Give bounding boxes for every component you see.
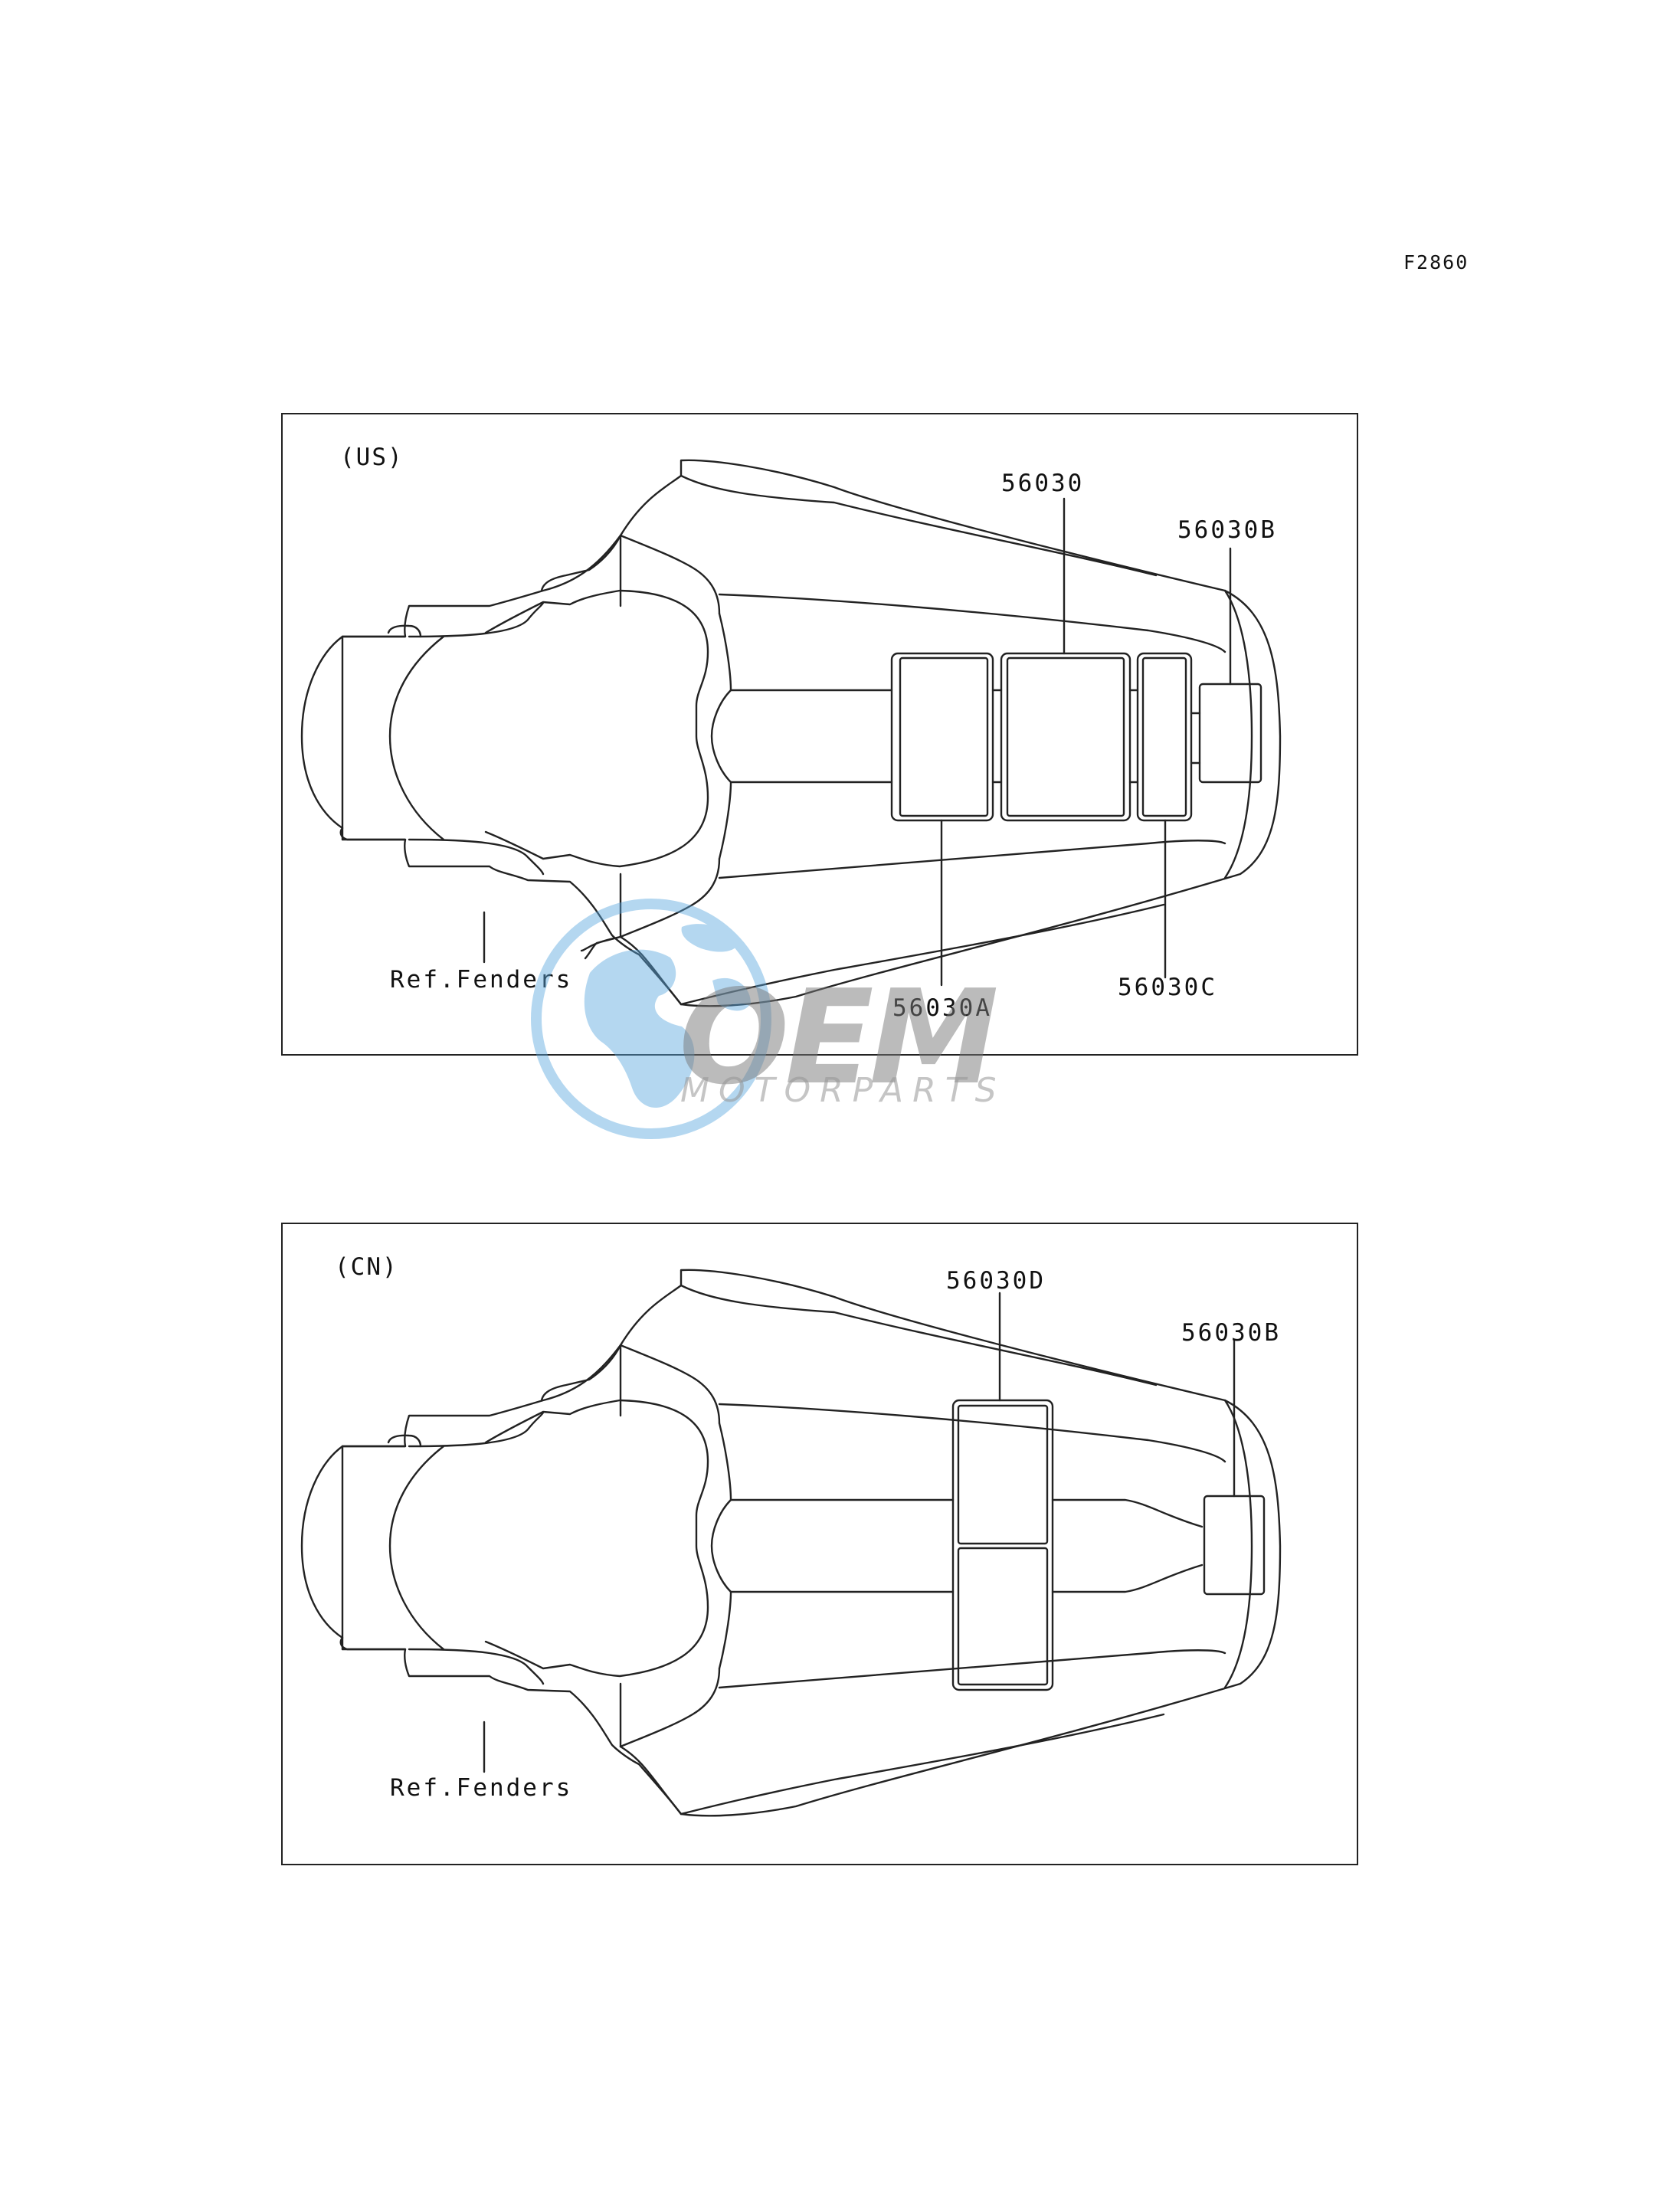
callout-56030b-cn: 56030B	[1181, 1319, 1281, 1347]
region-label-us: (US)	[340, 444, 404, 471]
figure-code: F2860	[1403, 251, 1469, 273]
callout-56030: 56030	[1001, 470, 1085, 497]
callout-56030a: 56030A	[892, 994, 992, 1022]
callout-ref-fenders: Ref.Fenders	[390, 966, 573, 994]
callout-56030b: 56030B	[1177, 516, 1277, 544]
callout-56030c: 56030C	[1118, 974, 1217, 1001]
region-label-cn: (CN)	[335, 1253, 398, 1281]
seat-drawing-cn	[300, 1269, 1282, 1817]
panel-us: (US)	[281, 413, 1358, 1056]
callout-ref-fenders-cn: Ref.Fenders	[390, 1774, 573, 1802]
watermark-brand: OEM	[679, 962, 999, 1114]
watermark-subtitle: MOTORPARTS	[680, 1071, 1006, 1110]
seat-drawing-us	[300, 459, 1282, 1007]
panel-cn: (CN)	[281, 1223, 1358, 1865]
callout-56030d: 56030D	[946, 1267, 1046, 1295]
